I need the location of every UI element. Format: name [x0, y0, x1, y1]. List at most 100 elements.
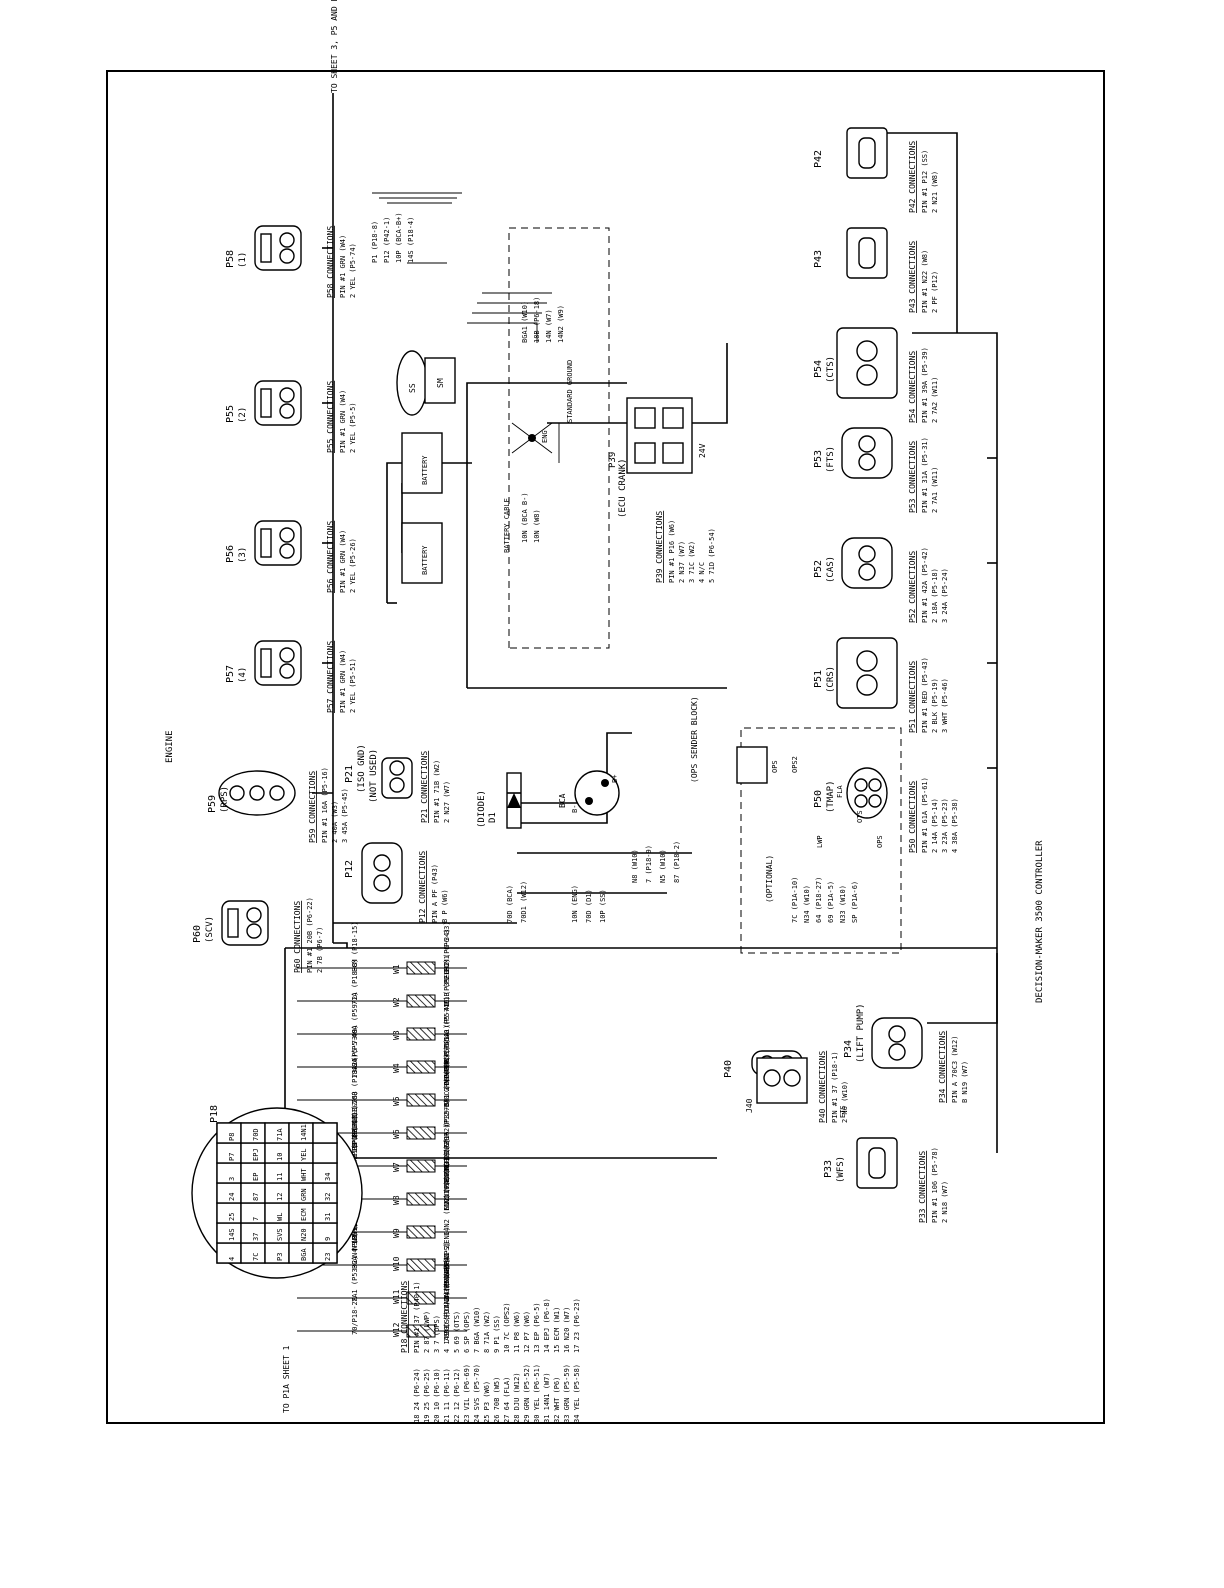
p18-pin: 7C	[252, 1253, 260, 1261]
p18-row: 24 SVS (P5-70)	[473, 1364, 481, 1423]
table-title: P54 CONNECTIONS	[908, 351, 917, 423]
table-row: PIN A PF (P43)	[431, 864, 439, 923]
connector-p59-id: P59	[207, 795, 218, 813]
p18-pin: GRN	[300, 1188, 308, 1201]
splice-w6-id: W6	[392, 1129, 401, 1139]
battery-1: BATTERY	[401, 522, 443, 584]
table-title: P43 CONNECTIONS	[908, 241, 917, 313]
table-row: PIN #1 16A (P5-16)	[321, 767, 329, 843]
table-row: 2 YEL (P5-74)	[349, 243, 357, 298]
p18-row: 30 YEL (P6-51)	[533, 1364, 541, 1423]
splice-w7-id: W7	[392, 1162, 401, 1172]
table-row: B N19 (W7)	[961, 1061, 969, 1103]
harness-left	[284, 948, 717, 1159]
bca-lower-wire-label: 70D (D1)	[585, 889, 593, 923]
table-row: 2 YEL (P5-26)	[349, 538, 357, 593]
table-row: 2 7B (P6-7)	[316, 927, 324, 973]
table-title: P59 CONNECTIONS	[308, 771, 317, 843]
ops-wire-label: N5 (W10)	[659, 849, 667, 883]
splice-w5-id: W5	[392, 1096, 401, 1106]
j40-connector: J40 ETS	[745, 1057, 847, 1118]
connector-p56-sub: (3)	[238, 547, 248, 563]
splice-right-wire: N37 (P39-2)	[443, 1124, 451, 1170]
p18-row: 22 12 (P6-12)	[453, 1368, 461, 1423]
table-row: PIN #1 71B (W2)	[433, 760, 441, 823]
table-row: PIN A 70C3 (W12)	[951, 1036, 959, 1103]
splice-w3-id: W3	[392, 1030, 401, 1040]
splice-left-wire: 14N1 (P18-31)	[351, 1115, 359, 1170]
p18-pin: 32	[324, 1193, 332, 1201]
splice-right-wire: N6 (P40-2)	[443, 1241, 451, 1283]
splice-w11-id: W11	[392, 1289, 401, 1304]
p18-row: 31 14N1 (W7)	[543, 1372, 551, 1423]
ops-wire-label: 7 (P18-9)	[645, 845, 653, 883]
p39-sub: (ECU CRANK)	[618, 458, 628, 518]
sm-label: SM	[436, 378, 445, 388]
std-ground-label: STANDARD GROUND	[566, 360, 574, 423]
splice-left-wire: 49A (P5-49)	[351, 1025, 359, 1071]
sheet-title: DECISION-MAKER 3500 CONTROLLER	[1035, 840, 1045, 1003]
p18-row: 15 ECM (W1)	[553, 1307, 561, 1353]
table-title: P58 CONNECTIONS	[326, 226, 335, 298]
starter-wire-label: P1 (P18-8)	[371, 221, 379, 263]
wire-labels: P1 (P18-8)P12 (P42-1)10P (BCA-B+)14S (P1…	[371, 212, 859, 923]
p18-row: 33 GRN (P5-59)	[563, 1364, 571, 1423]
splice-left-wire: 70/P18-28	[351, 1297, 359, 1335]
connector-p51-id: P51	[813, 670, 824, 688]
splice-right-wire: 41A (P5-41)	[443, 999, 451, 1045]
p18-pin: WHT	[300, 1168, 308, 1181]
p18-row: 11 P8 (W6)	[513, 1311, 521, 1353]
p18-row: 26 70B (W5)	[493, 1377, 501, 1423]
table-row: 3 WHT (P5-46)	[941, 678, 949, 733]
p39-id: P39	[608, 452, 618, 468]
connector-p60-sub: (SCV)	[205, 916, 215, 943]
connector-p54-sub: (CTS)	[826, 356, 836, 383]
bca-lower-wire-label: 10N (ENG)	[571, 885, 579, 923]
bca-b-minus: B-	[571, 805, 579, 813]
p18-row: 20 10 (P6-10)	[433, 1368, 441, 1423]
p18-row: 12 P7 (W6)	[523, 1311, 531, 1353]
splice-left-wire: 7A1 (P53-2)	[351, 1256, 359, 1302]
p18-row: 10 7C (OPS2)	[503, 1302, 511, 1353]
connector-p57-sub: (4)	[238, 667, 248, 683]
table-row: PIN #1 P12 (SS)	[921, 150, 929, 213]
p18-pin: P8	[228, 1133, 236, 1141]
splice-right-wire: P (P12-B)	[443, 1099, 451, 1137]
connector-p33-id: P33	[823, 1160, 834, 1178]
battery-cable	[466, 382, 627, 688]
p18-pin: 12	[276, 1193, 284, 1201]
fla-label: FLA	[836, 785, 844, 798]
splice-w2-id: W2	[392, 997, 401, 1007]
diode-d1: D1 (DIODE)	[477, 772, 522, 829]
to-sheet-1-label: TO P1A SHEET 1	[282, 1345, 291, 1413]
table-title: P56 CONNECTIONS	[326, 521, 335, 593]
splice-left-wire: P8 (P18-11)	[351, 1105, 359, 1151]
splice-right-wire: GRN (P55-1)	[443, 1025, 451, 1071]
bca-wire-label: 10N (W8)	[533, 509, 541, 543]
table-row: PIN #1 20B (P6-22)	[306, 897, 314, 973]
table-row: 4 38A (P5-38)	[951, 798, 959, 853]
p18-pin: P7	[228, 1153, 236, 1161]
table-title: P40 CONNECTIONS	[818, 1051, 827, 1123]
table-row: PIN #1 GRN (W4)	[339, 390, 347, 453]
diode-wire-label: 70D1 (W12)	[520, 881, 528, 923]
p18-pin: ECM	[300, 1208, 308, 1221]
p18-row: 19 25 (P6-25)	[423, 1368, 431, 1423]
ops-wire-label: N8 (W10)	[631, 849, 639, 883]
table-row: PIN #1 RED (P5-43)	[921, 657, 929, 733]
ground-wire-label: BGA1 (W10)	[521, 301, 529, 343]
opt-wire-label: SP (P1A-6)	[851, 881, 859, 923]
p18-pin: 37	[252, 1233, 260, 1241]
